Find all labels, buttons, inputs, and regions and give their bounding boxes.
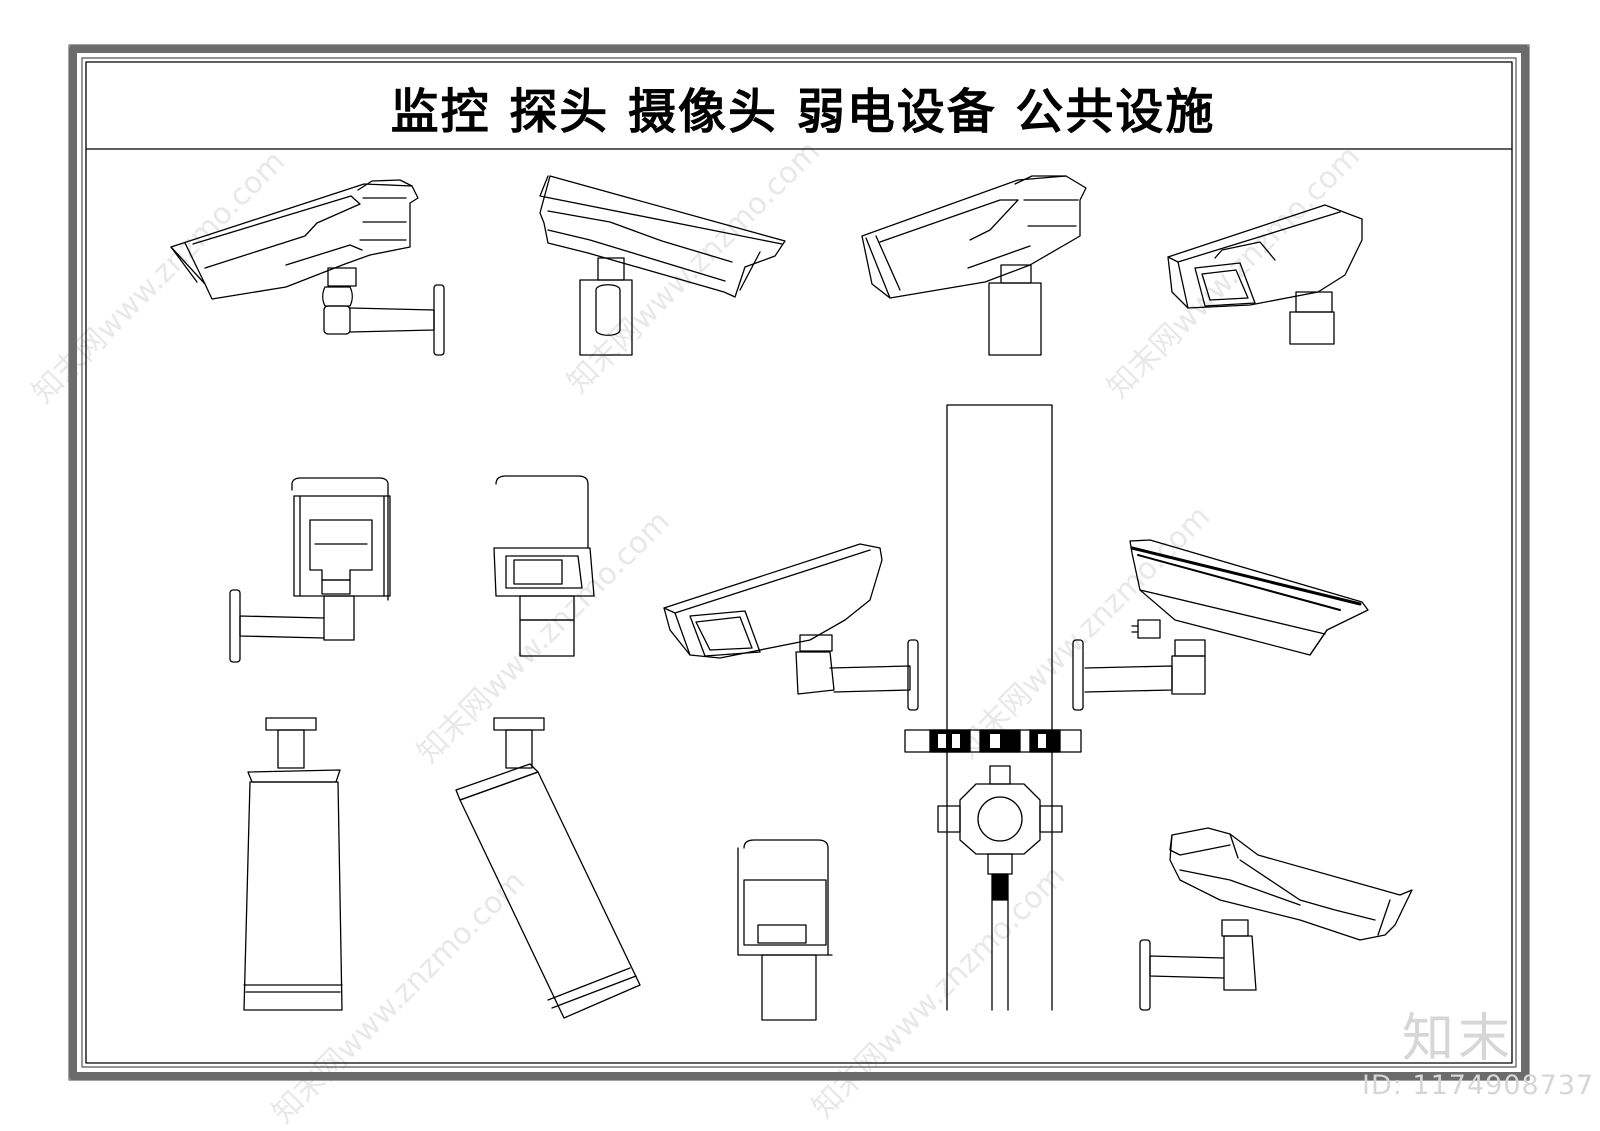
- camera-front-post-mount: [494, 476, 594, 656]
- camera-side-wall-mount-2: [1140, 828, 1412, 1010]
- page-title: 监控 探头 摄像头 弱电设备 公共设施: [390, 84, 1216, 140]
- drawing-frame: [69, 45, 1529, 1080]
- camera-ceiling-mount-front: [244, 718, 342, 1010]
- camera-front-view-1: [1168, 205, 1362, 344]
- camera-angled-post-mount: [540, 176, 785, 355]
- junction-box: [938, 766, 1062, 1010]
- camera-front-wall-mount: [230, 478, 390, 662]
- pole-clamp: [905, 730, 1081, 752]
- brand-watermark: 知末: [1402, 1009, 1515, 1069]
- camera-pole-left: [664, 544, 918, 710]
- camera-ceiling-mount-tilted: [456, 718, 640, 1018]
- camera-front-post-mount-2: [738, 840, 832, 1020]
- camera-side-wall-mount-1: [171, 180, 444, 355]
- camera-side-box-mount: [862, 176, 1086, 355]
- camera-pole-right: [1073, 540, 1368, 710]
- pole: [947, 405, 1052, 1010]
- id-label: ID: 1174908737: [1362, 1070, 1595, 1101]
